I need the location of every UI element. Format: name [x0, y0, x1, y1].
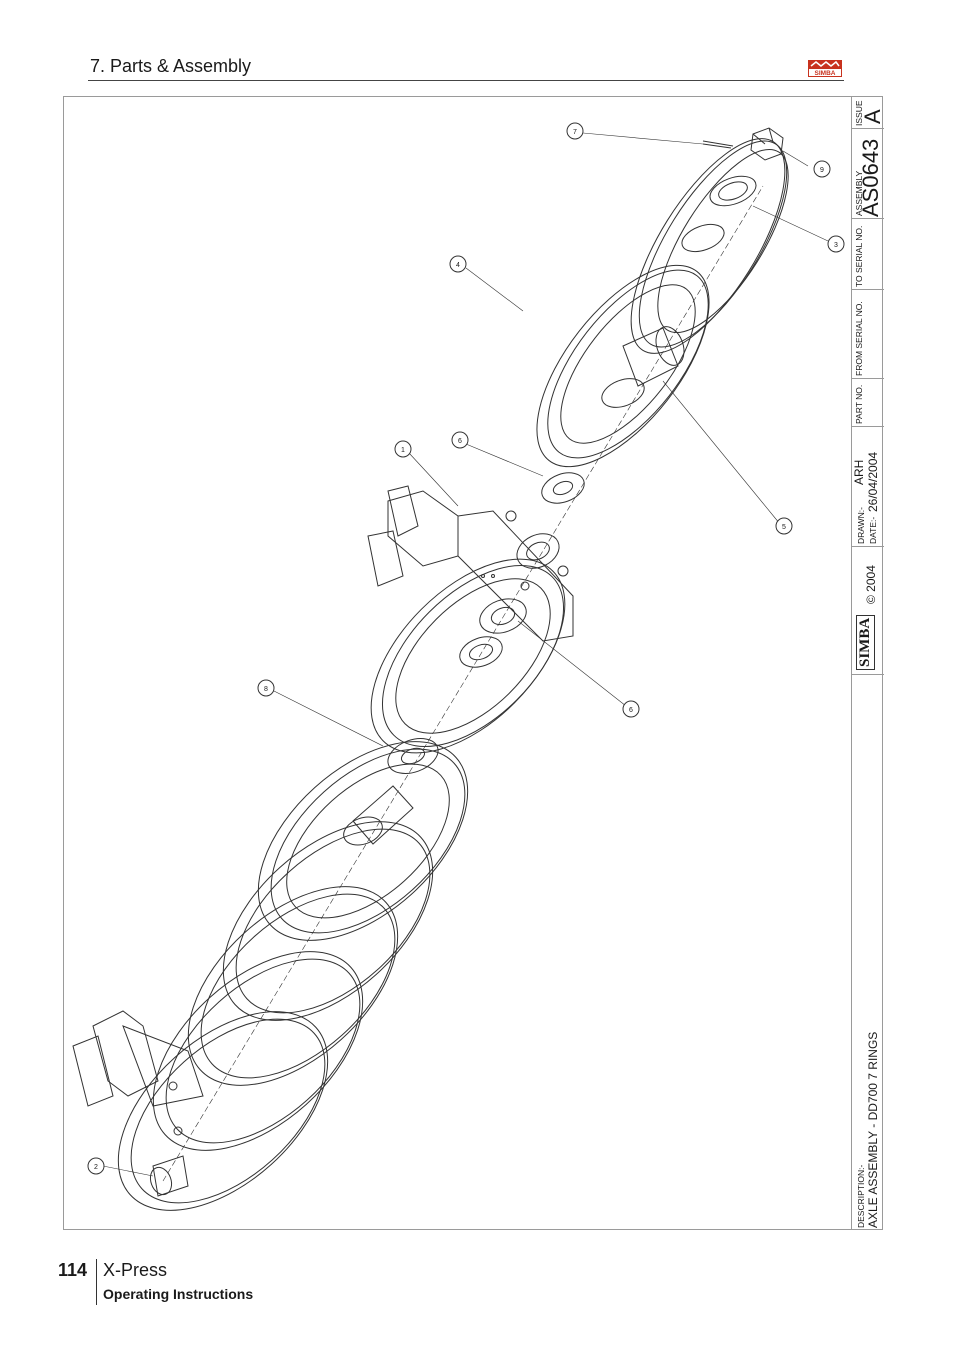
- balloon-1: 1: [394, 440, 412, 458]
- ring-stack: [117, 741, 469, 1211]
- bearing-bracket: [367, 485, 574, 642]
- to-serial-label: TO SERIAL NO.: [854, 225, 864, 287]
- balloon-5: 5: [775, 517, 793, 535]
- end-bracket: [72, 1010, 204, 1136]
- ring-third: [370, 558, 566, 754]
- ring-far: [630, 138, 789, 354]
- simba-logo-icon: SIMBA: [808, 60, 842, 77]
- title-block-logo-text: SIMBA: [856, 614, 875, 670]
- balloon-7: 8: [257, 679, 275, 697]
- header-logo-text: SIMBA: [815, 70, 836, 77]
- issue-value: A: [860, 109, 885, 124]
- ring-second: [536, 264, 710, 468]
- balloon-6-upper: 6: [451, 431, 469, 449]
- page-number: 114: [58, 1260, 88, 1280]
- assembly-number: AS0643: [858, 138, 883, 217]
- balloons: 7 9 3 4 6 1 5 6 8 2: [87, 122, 845, 1175]
- balloon-9: 9: [813, 160, 831, 178]
- title-block: ISSUE A ASSEMBLY AS0643 TO SERIAL NO. FR…: [851, 96, 885, 1230]
- exploded-axle-drawing: 7 9 3 4 6 1 5 6 8 2: [72, 122, 845, 1211]
- drawn-value: ARH: [852, 459, 866, 485]
- balloon-8: 7: [566, 122, 584, 140]
- header-rule: [88, 80, 844, 81]
- part-no-label: PART NO.: [854, 384, 864, 424]
- svg-text:5: 5: [782, 524, 786, 531]
- svg-text:4: 4: [456, 262, 460, 269]
- balloon-3: 3: [827, 235, 845, 253]
- svg-text:2: 2: [94, 1164, 98, 1171]
- svg-text:1: 1: [401, 447, 405, 454]
- balloon-6-lower: 6: [622, 700, 640, 718]
- product-name: X-Press: [103, 1260, 168, 1280]
- svg-text:6: 6: [629, 707, 633, 714]
- document-subtitle: Operating Instructions: [103, 1286, 254, 1302]
- castle-nut: [750, 127, 784, 161]
- copyright: © 2004: [864, 565, 878, 604]
- balloon-4: 4: [449, 255, 467, 273]
- svg-text:7: 7: [573, 129, 577, 136]
- drawn-label: DRAWN:-: [856, 507, 866, 544]
- date-value: 26/04/2004: [866, 451, 880, 512]
- svg-text:6: 6: [458, 438, 462, 445]
- drawing-frame: [63, 96, 883, 1230]
- svg-text:8: 8: [264, 686, 268, 693]
- svg-text:9: 9: [820, 167, 824, 174]
- title-block-logo: SIMBA: [856, 610, 878, 670]
- date-label: DATE:-: [868, 516, 878, 544]
- description-value: AXLE ASSEMBLY - DD700 7 RINGS: [866, 1031, 880, 1228]
- section-title: 7. Parts & Assembly: [90, 56, 252, 76]
- description-label: DESCRIPTION:-: [856, 1164, 866, 1228]
- balloon-2: 2: [87, 1157, 105, 1175]
- footer-divider: [96, 1259, 97, 1305]
- svg-text:3: 3: [834, 242, 838, 249]
- from-serial-label: FROM SERIAL NO.: [854, 301, 864, 376]
